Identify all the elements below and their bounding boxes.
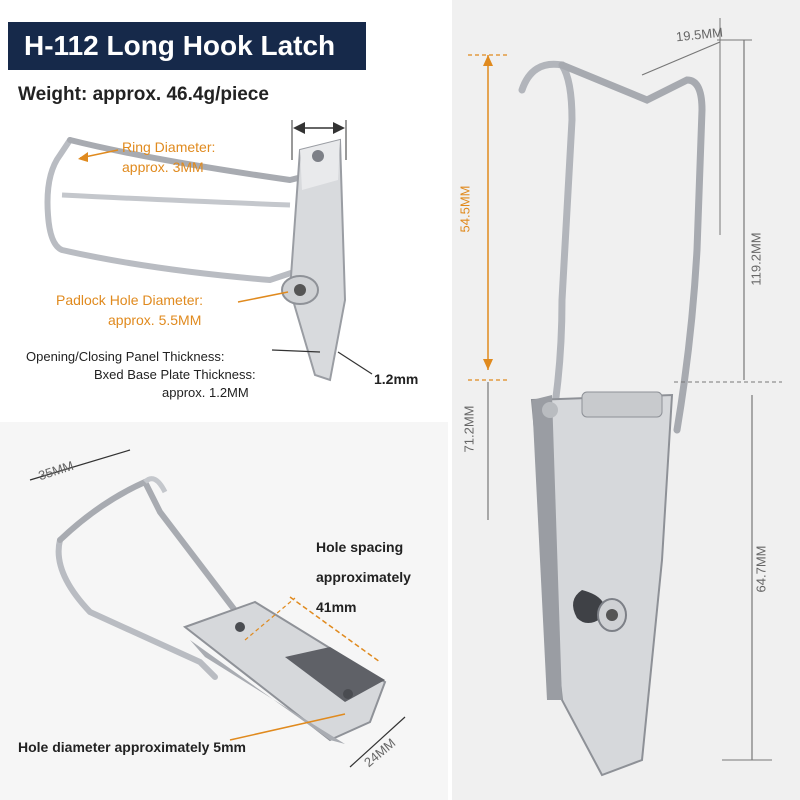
ring-diameter-label: Ring Diameter:	[122, 139, 216, 155]
panel-thickness-label: Opening/Closing Panel Thickness:	[26, 349, 225, 364]
panel-divider-horizontal	[0, 420, 448, 423]
lower-height-dim: 71.2MM	[461, 405, 477, 453]
total-height-dim: 119.2MM	[748, 232, 764, 286]
hole-diameter-label: Hole diameter approximately 5mm	[18, 739, 246, 755]
thickness-value: approx. 1.2MM	[162, 385, 249, 400]
weight-label: Weight: approx. 46.4g/piece	[18, 84, 269, 105]
hole-spacing-label-line1: Hole spacing	[316, 539, 404, 555]
padlock-hole-label: Padlock Hole Diameter:	[56, 292, 204, 308]
base-height-dim: 64.7MM	[753, 545, 769, 593]
hole-spacing-value: 41mm	[316, 599, 357, 615]
padlock-hole-value: approx. 5.5MM	[108, 312, 202, 328]
base-plate-thickness-label: Bxed Base Plate Thickness:	[94, 367, 256, 382]
hook-height-dim: 54.5MM	[457, 185, 473, 233]
latch-front-illustration	[468, 18, 782, 777]
hole-spacing-label-line2: approximately	[316, 569, 411, 585]
panel-dimensions-overview: H-112 Long Hook Latch Weight: approx. 46…	[0, 0, 448, 420]
ring-diameter-value: approx. 3MM	[122, 159, 204, 175]
latch-perspective-illustration	[29, 449, 406, 768]
panel-hole-spacing: 35MM Hole spacing approximately 41mm Hol…	[0, 422, 448, 800]
product-title: H-112 Long Hook Latch	[8, 22, 366, 70]
latch-side-illustration	[44, 120, 373, 382]
plate-thickness-dim: 1.2mm	[374, 371, 419, 387]
panel-divider-vertical	[448, 0, 452, 800]
panel-height-dimensions: 19.5MM 54.5MM 119.2MM 71.2MM 64.7MM	[452, 0, 800, 800]
